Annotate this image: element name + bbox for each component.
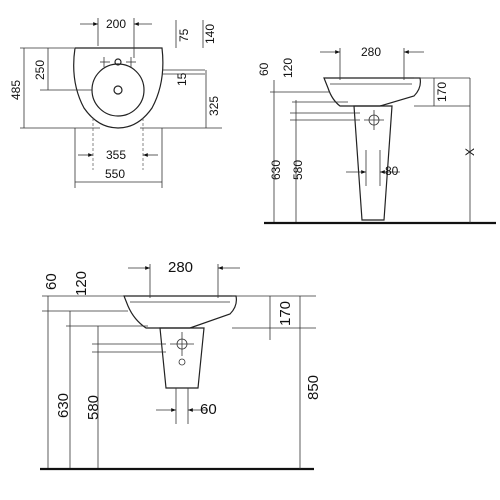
dim-250: 250 — [33, 60, 47, 80]
dim-630-top: 630 — [269, 160, 283, 180]
pedestal-1 — [353, 105, 393, 221]
tap-hole-icon — [114, 58, 122, 66]
basin-outline-plan — [73, 47, 164, 129]
dim-80: 80 — [385, 164, 399, 178]
semi-pedestal — [159, 327, 205, 389]
dim-60-left: 60 — [43, 273, 60, 290]
bowl-circle — [91, 63, 145, 117]
dim-325: 325 — [207, 96, 221, 116]
dim-60-bottom: 60 — [200, 401, 217, 418]
drain-icon — [113, 85, 123, 95]
dim-580-bottom: 580 — [85, 395, 102, 420]
dim-630-bottom: 630 — [55, 393, 72, 418]
dim-580-top: 580 — [291, 160, 305, 180]
dim-120-top: 120 — [281, 58, 295, 78]
dim-170-top: 170 — [435, 82, 449, 102]
side-view-semi-pedestal: 280 60 120 170 850 630 580 60 — [40, 259, 322, 471]
basin-side-2 — [123, 295, 237, 329]
dim-550: 550 — [105, 167, 125, 181]
dim-140: 140 — [203, 24, 217, 44]
dim-280-bottom: 280 — [168, 259, 193, 276]
dim-200-plan: 200 — [106, 17, 126, 31]
dim-170-bottom: 170 — [277, 301, 294, 326]
dim-x: X — [463, 148, 477, 156]
top-view: 200 75 140 250 485 15 325 355 550 — [9, 17, 222, 188]
dim-75: 75 — [177, 28, 191, 42]
dim-120-left: 120 — [73, 271, 90, 296]
side-view-pedestal: 280 60 120 170 X 630 580 80 — [257, 45, 496, 225]
dim-60-top: 60 — [257, 62, 271, 76]
dim-280-top: 280 — [361, 45, 381, 59]
dim-485: 485 — [9, 80, 23, 100]
dim-850: 850 — [305, 375, 322, 400]
dim-15: 15 — [175, 72, 189, 86]
dim-355: 355 — [106, 148, 126, 162]
